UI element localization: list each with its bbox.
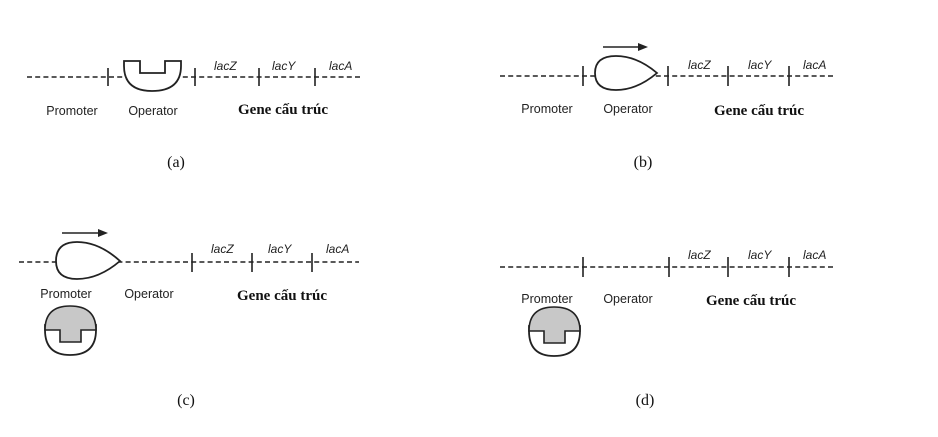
gene-label-lacy: lacY [268,242,292,256]
gene-label-laca: lacA [803,248,826,262]
gene-label-lacy: lacY [748,58,772,72]
operator-label: Operator [128,104,177,118]
panel-caption: (c) [177,392,195,409]
panel-b: lacZ lacY lacA Promoter Operator Gene cấ… [500,43,835,171]
operator-label: Operator [124,287,173,301]
gene-label-lacy: lacY [748,248,772,262]
panel-caption: (b) [634,154,653,171]
operator-label: Operator [603,292,652,306]
arrow-head-icon [98,229,108,237]
promoter-label: Promoter [521,292,572,306]
rna-polymerase-icon [55,241,122,280]
rna-polymerase-icon [594,55,659,91]
inactive-repressor-icon [528,306,581,357]
gene-label-lacz: lacZ [688,248,711,262]
gene-label-lacz: lacZ [211,242,234,256]
gene-label-laca: lacA [329,59,352,73]
gene-label-lacy: lacY [272,59,296,73]
inducer-icon [528,306,581,344]
arrow-head-icon [638,43,648,51]
panel-d: lacZ lacY lacA Promoter Operator Gene cấ… [500,248,835,409]
repressor-protein-icon [123,60,182,92]
gene-label-lacz: lacZ [688,58,711,72]
panel-a: lacZ lacY lacA Promoter Operator Gene cấ… [27,59,362,171]
structural-genes-label: Gene cấu trúc [237,288,327,304]
promoter-label: Promoter [40,287,91,301]
structural-genes-label: Gene cấu trúc [238,102,328,118]
panel-c: lacZ lacY lacA Promoter Operator Gene cấ… [19,229,359,409]
structural-genes-label: Gene cấu trúc [714,103,804,119]
structural-genes-label: Gene cấu trúc [706,293,796,309]
inactive-repressor-icon [44,305,97,356]
panel-caption: (d) [636,392,655,409]
inducer-icon [44,305,97,343]
operator-label: Operator [603,102,652,116]
promoter-label: Promoter [521,102,572,116]
panel-caption: (a) [167,154,185,171]
gene-label-laca: lacA [803,58,826,72]
promoter-label: Promoter [46,104,97,118]
gene-label-lacz: lacZ [214,59,237,73]
gene-label-laca: lacA [326,242,349,256]
